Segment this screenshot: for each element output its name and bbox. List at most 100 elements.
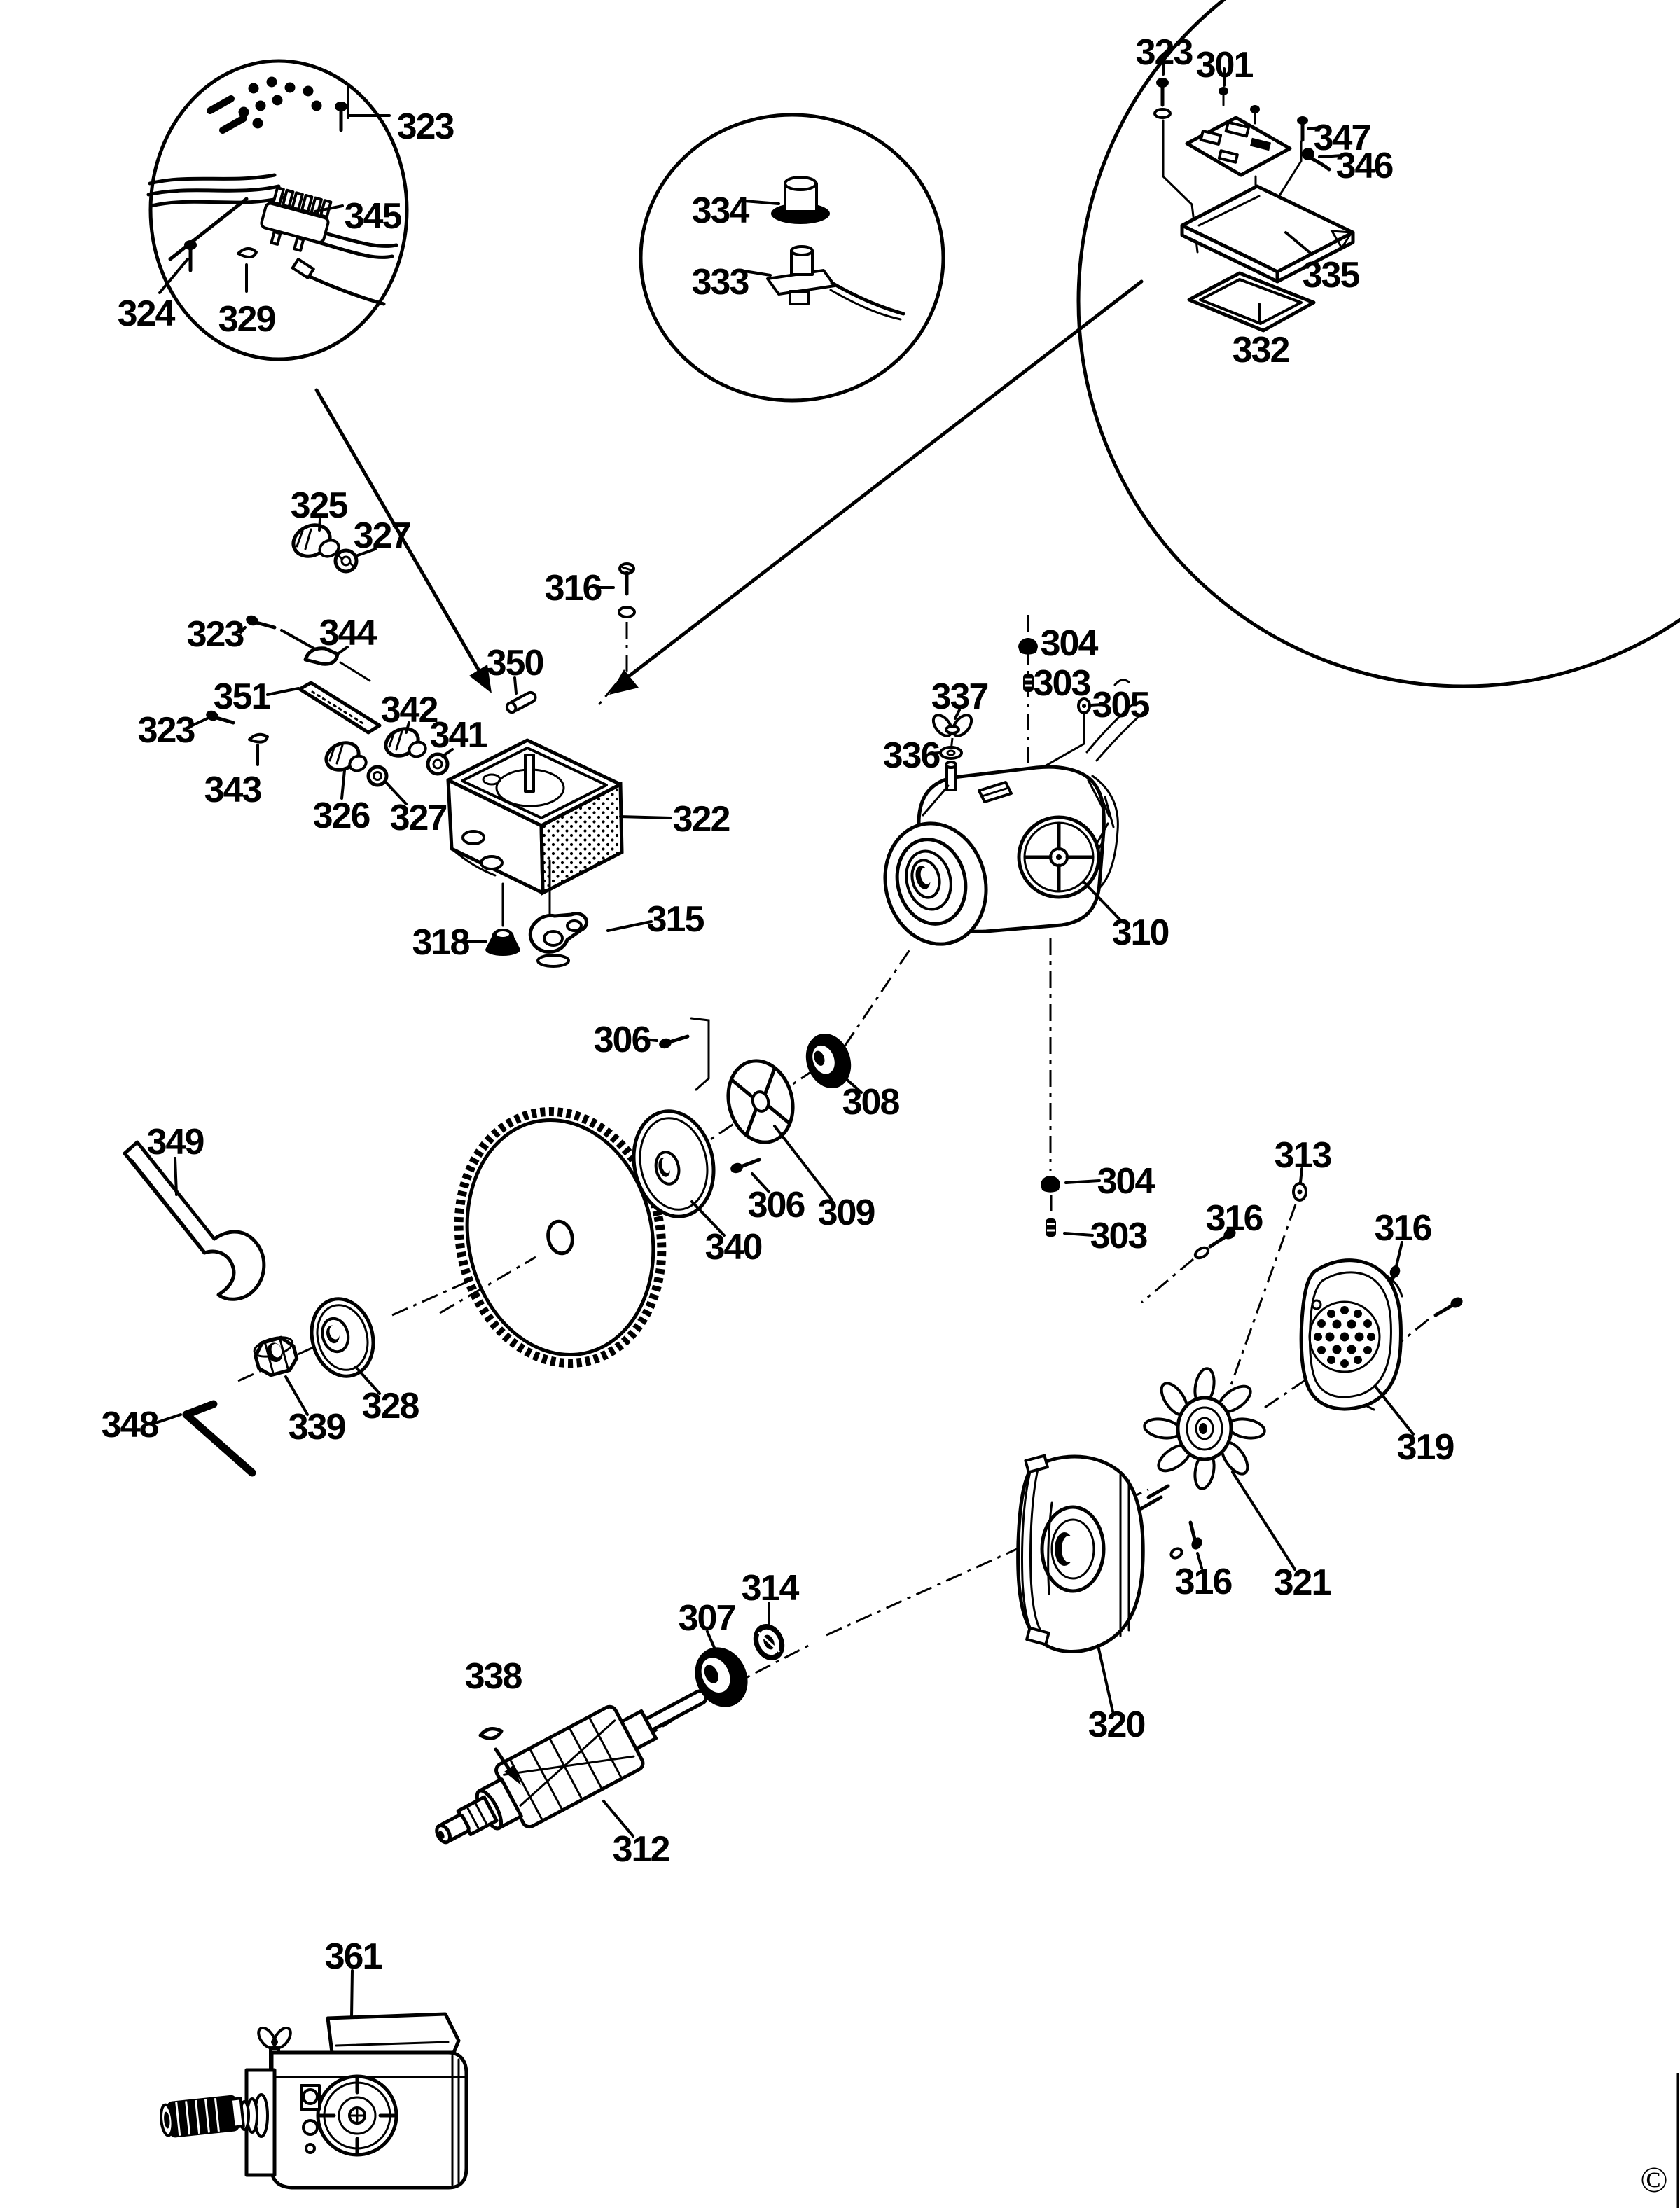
part-label-315-27: 315 [647, 899, 704, 940]
brush-cap-304a [1018, 638, 1038, 655]
part-label-338-54: 338 [465, 1656, 522, 1697]
screw-324 [184, 240, 197, 272]
bearing-308 [805, 1033, 852, 1089]
brush-cap-304b [1041, 1176, 1060, 1193]
wing-nut-337 [931, 714, 973, 751]
end-cap-319 [1299, 1258, 1403, 1411]
part-label-318-26: 318 [412, 922, 470, 963]
pointer-arrow-right [609, 279, 1144, 695]
part-label-350-24: 350 [487, 643, 543, 683]
part-label-316-14: 316 [545, 568, 602, 609]
wire-connector [291, 258, 315, 279]
grille-holes [1314, 1306, 1375, 1368]
screw-323c [206, 710, 235, 725]
washer-314 [753, 1623, 785, 1661]
cover-plate-335 [1180, 184, 1355, 284]
gearbox-unit-361 [160, 1969, 468, 2190]
switch-box-assembly [446, 562, 672, 968]
part-label-335-10: 335 [1303, 255, 1360, 296]
part-label-307-52: 307 [679, 1598, 735, 1639]
part-label-313-45: 313 [1275, 1135, 1332, 1176]
gland-325 [291, 523, 340, 558]
washer-stack [239, 2093, 269, 2138]
part-label-325-12: 325 [291, 485, 348, 526]
blade-assembly [123, 1017, 863, 1477]
hex-key-348 [152, 1400, 256, 1477]
part-label-306-34: 306 [594, 1020, 651, 1060]
wrench-349 [123, 1140, 266, 1301]
part-label-323-20: 323 [138, 710, 195, 751]
box-322 [446, 738, 624, 896]
detail-circle-switch [639, 113, 945, 403]
screw-316b [1141, 1228, 1236, 1304]
gearbox-cover [326, 2012, 461, 2055]
armature-312 [435, 1689, 709, 1845]
detail-circle-wiring [146, 59, 409, 361]
washer-313 [1219, 1167, 1307, 1417]
clamp-plate-309 [726, 1059, 795, 1144]
part-label-345-1: 345 [345, 196, 402, 237]
part-label-324-2: 324 [118, 293, 176, 334]
part-label-322-25: 322 [673, 799, 730, 840]
part-label-349-39: 349 [147, 1122, 204, 1162]
part-label-346-9: 346 [1336, 146, 1394, 186]
part-label-309-36: 309 [818, 1193, 875, 1233]
screw-323b [246, 615, 317, 651]
brush-303a [1023, 674, 1034, 692]
outer-flange-340 [632, 1109, 716, 1218]
part-label-312-55: 312 [613, 1829, 669, 1870]
fan-321 [1143, 1367, 1266, 1490]
part-label-303-31: 303 [1034, 663, 1091, 704]
housing-post [945, 761, 957, 791]
grommet-334 [771, 176, 830, 224]
screw-washer-323 [1153, 78, 1172, 119]
lever-315 [528, 859, 653, 968]
part-label-323-0: 323 [397, 106, 454, 147]
part-label-301-7: 301 [1196, 45, 1254, 85]
part-label-351-17: 351 [214, 676, 271, 717]
armature-group [435, 1602, 785, 1845]
part-label-321-49: 321 [1274, 1562, 1331, 1603]
wire-strands [146, 173, 398, 306]
part-label-347-8: 347 [1314, 118, 1370, 158]
detail-arc-electronics [1076, 0, 1680, 688]
part-label-336-29: 336 [883, 735, 940, 776]
part-label-320-50: 320 [1088, 1704, 1145, 1745]
part-label-343-21: 343 [204, 770, 262, 810]
housing-snout [883, 821, 988, 946]
part-label-334-4: 334 [692, 190, 750, 231]
part-label-323-6: 323 [1136, 32, 1193, 73]
part-label-305-32: 305 [1092, 685, 1150, 725]
screw-306b [730, 1158, 770, 1193]
clip-329 [237, 247, 258, 258]
key-338 [478, 1727, 521, 1785]
part-label-332-11: 332 [1233, 330, 1289, 370]
nut-341 [426, 752, 450, 776]
part-label-342-18: 342 [381, 690, 438, 730]
part-label-319-48: 319 [1397, 1427, 1454, 1468]
pointer-arrow-left [314, 388, 492, 693]
nut-327a [333, 548, 359, 574]
switch-333 [766, 245, 905, 321]
bearing-307 [695, 1647, 748, 1707]
brush-303b [1046, 1218, 1056, 1237]
screw-323-detail [335, 102, 347, 132]
gland-342 [384, 727, 427, 758]
foot-318 [463, 882, 520, 956]
part-label-337-28: 337 [931, 676, 988, 717]
output-boss [316, 2074, 398, 2157]
part-label-341-19: 341 [430, 715, 487, 756]
clamp-344 [303, 646, 371, 682]
part-label-323-15: 323 [187, 614, 244, 655]
part-label-348-40: 348 [102, 1405, 159, 1445]
terminal-screws-dots [207, 76, 322, 134]
part-label-316-51: 316 [1175, 1562, 1233, 1602]
part-label-306-37: 306 [748, 1185, 805, 1225]
part-label-314-53: 314 [742, 1568, 800, 1609]
part-label-304-43: 304 [1097, 1161, 1155, 1202]
cluster-cord-grips [185, 518, 454, 805]
copyright-mark: © [1640, 2160, 1668, 2200]
